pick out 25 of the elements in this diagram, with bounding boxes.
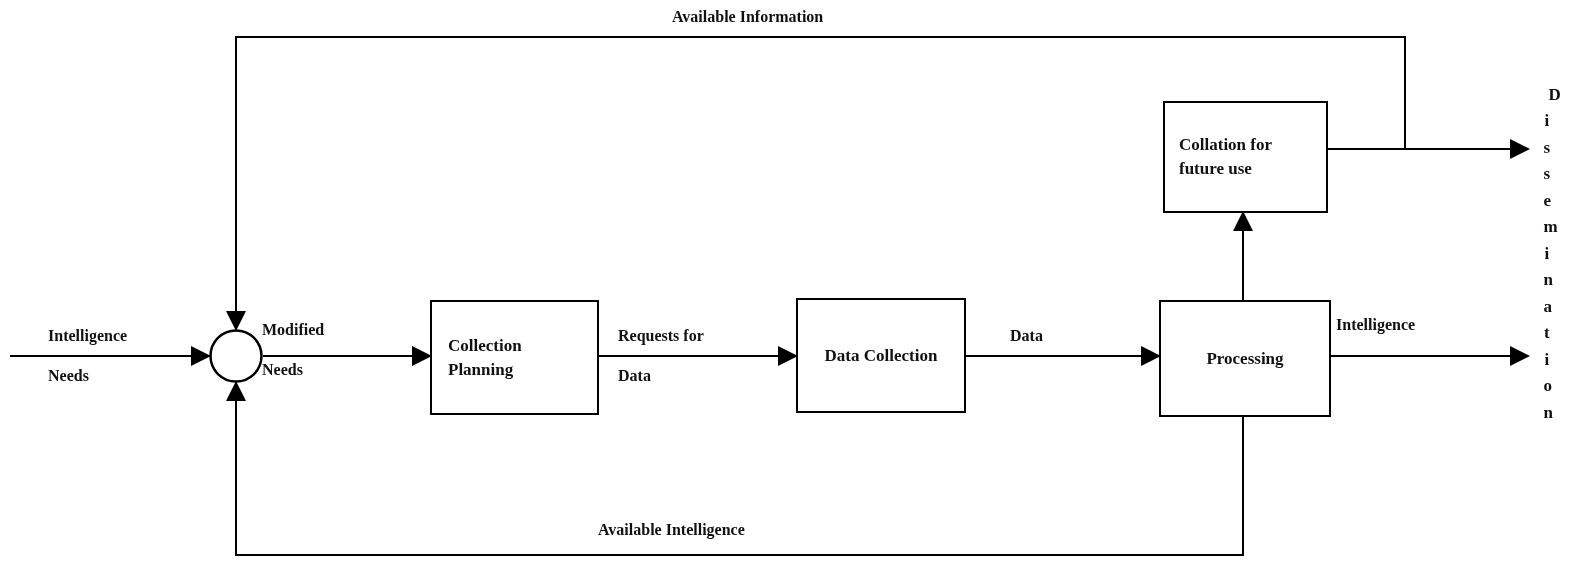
- box-label: Collection Planning: [448, 334, 523, 381]
- edge-label: Data: [1010, 327, 1043, 345]
- box-label: Processing: [1206, 347, 1284, 370]
- arrow: [1233, 211, 1253, 301]
- edge-label: Intelligence Needs: [48, 326, 129, 386]
- arrow: [9, 346, 211, 366]
- process-box: [1163, 101, 1328, 213]
- arrow: [965, 346, 1161, 366]
- edge-label: Available Information: [672, 8, 824, 26]
- box-label: Data Collection: [824, 344, 938, 367]
- edge-label: Requests for Data: [618, 326, 705, 386]
- edge-label: Intelligence: [1336, 316, 1416, 334]
- process-box: [430, 300, 599, 415]
- box-label: Collation for future use: [1179, 134, 1273, 180]
- edge-label: Modified Needs: [262, 320, 326, 380]
- vertical-label-text: Dissemination: [1543, 83, 1561, 424]
- arrow: [1330, 346, 1530, 366]
- process-box: [1159, 300, 1331, 417]
- edge-label: Available Intelligence: [598, 521, 745, 539]
- arrow: [598, 346, 798, 366]
- arrow: [262, 346, 432, 366]
- process-box: [796, 298, 966, 413]
- arrow: [226, 381, 1244, 556]
- summing-junction-circle: [209, 329, 263, 383]
- arrow: [226, 36, 1406, 331]
